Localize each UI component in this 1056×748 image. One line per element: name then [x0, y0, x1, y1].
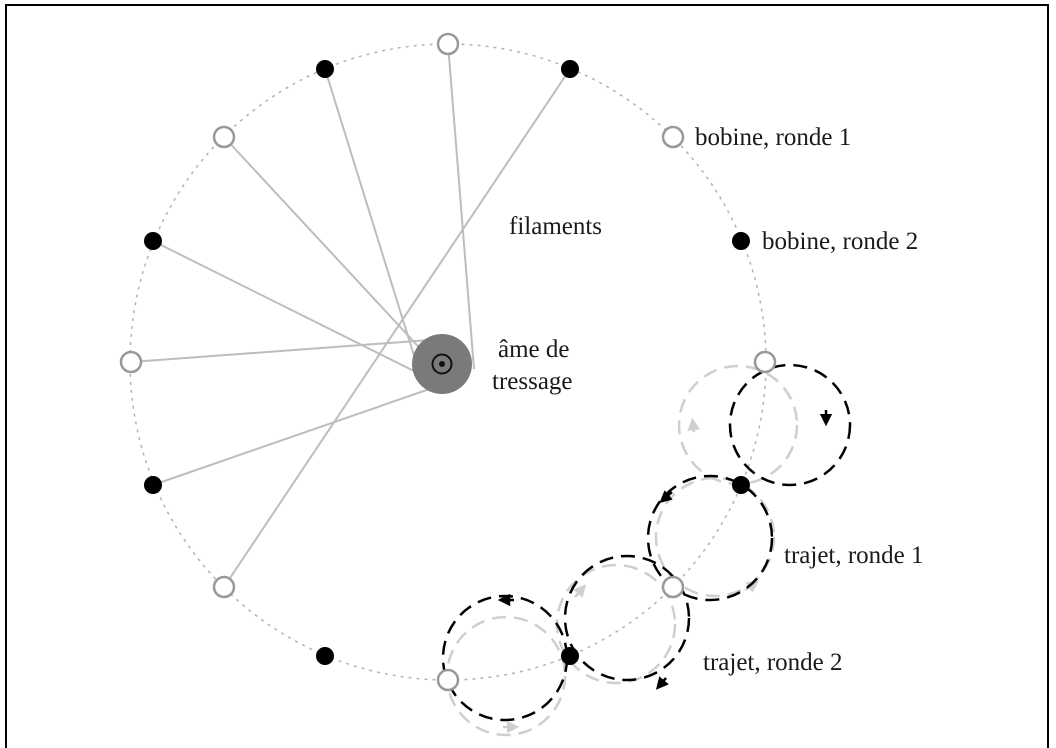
- bobbin-round1: [436, 32, 460, 56]
- filaments: [130, 43, 571, 588]
- legend-bobbin-round2-marker: [732, 232, 750, 250]
- core-label-line2: tressage: [492, 368, 573, 395]
- filament-line: [447, 43, 475, 370]
- path-round2-loop: [646, 474, 774, 602]
- path-round2-loop: [728, 363, 852, 487]
- bobbins-round2: [144, 60, 750, 665]
- filament-line: [152, 383, 445, 486]
- legend-bobbin-round2-label: bobine, ronde 2: [762, 228, 918, 255]
- path-round1-arrow: [687, 417, 700, 433]
- bobbin-round1: [212, 125, 236, 149]
- path-round1-loops: [445, 364, 799, 737]
- bobbin-round2: [561, 647, 579, 665]
- bobbin-round2: [732, 476, 750, 494]
- path-round1-loop: [654, 476, 776, 598]
- filament-line: [223, 136, 455, 386]
- path-round1-loop: [677, 364, 799, 486]
- bobbin-round1: [212, 575, 236, 599]
- bobbin-round2: [316, 60, 334, 78]
- bobbin-round1: [119, 350, 143, 374]
- bobbin-round2: [144, 232, 162, 250]
- legend-bobbin-round1-marker: [661, 125, 685, 149]
- path-round2-label: trajet, ronde 2: [703, 649, 843, 676]
- bobbin-round2: [316, 647, 334, 665]
- filament-line: [223, 68, 571, 588]
- core-dot: [439, 361, 445, 367]
- figure-frame: [5, 4, 1049, 748]
- bobbin-round1: [753, 350, 777, 374]
- core-ring: [431, 353, 453, 375]
- filaments-label: filaments: [509, 213, 602, 240]
- bobbin-round1: [661, 575, 685, 599]
- filament-line: [130, 339, 431, 363]
- path-round1-label: trajet, ronde 1: [784, 542, 924, 569]
- path-round1-arrow: [573, 584, 587, 598]
- bobbins-round1: [119, 32, 777, 692]
- path-round2-arrows: [497, 410, 833, 690]
- path-round2-arrow: [659, 490, 673, 504]
- bobbin-round2: [144, 476, 162, 494]
- core-label-line1: âme de: [498, 336, 569, 363]
- path-round2-loop: [563, 554, 691, 682]
- filament-line: [324, 68, 417, 363]
- braiding-core: [412, 334, 472, 394]
- bobbin-round2: [561, 60, 579, 78]
- path-round2-loop: [441, 594, 569, 722]
- legend-bobbin-round1-label: bobine, ronde 1: [695, 124, 851, 151]
- bobbin-round1: [436, 668, 460, 692]
- path-round2-arrow: [655, 676, 669, 690]
- path-round1-loop: [445, 615, 567, 737]
